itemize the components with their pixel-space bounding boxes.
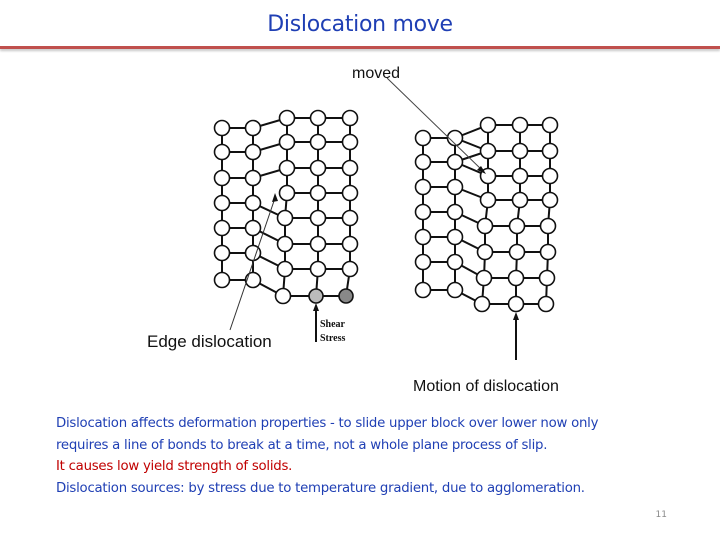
- left-lattice-shaded-atoms: [308, 288, 354, 304]
- stress-label: Stress: [320, 333, 345, 344]
- slide-title: Dislocation move: [267, 12, 453, 37]
- body-text: Dislocation affects deformation properti…: [56, 413, 706, 499]
- body-line-4: Dislocation sources: by stress due to te…: [56, 480, 585, 496]
- motion-of-dislocation-label: Motion of dislocation: [413, 378, 559, 395]
- edge-dislocation-pointer: [229, 197, 276, 331]
- moved-pointer: [386, 77, 484, 172]
- right-lattice-atoms: [414, 116, 559, 313]
- body-line-3-emphasis: It causes low yield strength of solids.: [56, 459, 293, 474]
- edge-dislocation-label: Edge dislocation: [147, 332, 272, 351]
- moved-label: moved: [352, 65, 400, 82]
- title-divider: [0, 46, 720, 49]
- dislocation-figure: moved Edge dislocation Shear Stress Moti…: [147, 65, 559, 395]
- body-line-1: Dislocation affects deformation properti…: [56, 416, 599, 431]
- shear-label: Shear: [320, 319, 346, 330]
- left-lattice-atoms: [213, 109, 359, 305]
- body-line-2: requires a line of bonds to break at a t…: [56, 437, 548, 453]
- page-number: 11: [655, 510, 667, 520]
